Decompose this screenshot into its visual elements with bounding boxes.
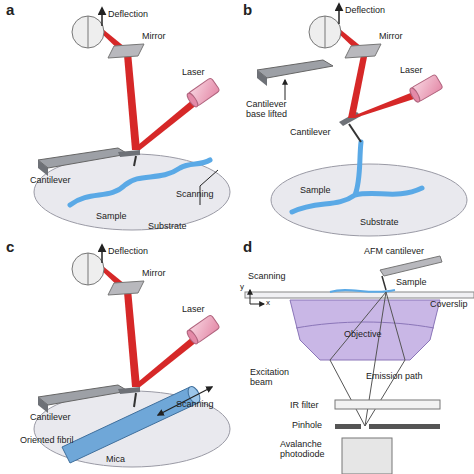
part-label: Sample — [300, 186, 331, 196]
panel-b-art — [257, 4, 467, 236]
part-label: Deflection — [108, 10, 148, 20]
part-label: Deflection — [108, 247, 148, 257]
part-label: Laser — [182, 305, 205, 315]
part-label: Mirror — [142, 269, 166, 279]
part-label: Cantilever — [30, 176, 71, 186]
part-label: Scanning — [176, 400, 214, 410]
part-label: Mirror — [379, 32, 403, 42]
part-label: Cantilever — [290, 128, 331, 138]
part-label: Mica — [106, 455, 125, 465]
panel-letter: a — [6, 2, 14, 19]
part-label: Coverslip — [430, 300, 468, 310]
part-label: Deflection — [345, 6, 385, 16]
part-label: Scanning — [176, 190, 214, 200]
part-label: Objective — [344, 330, 382, 340]
part-label: Sample — [96, 212, 127, 222]
panel-c-art — [34, 245, 230, 467]
part-label: Laser — [182, 68, 205, 78]
part-label: Pinhole — [292, 421, 322, 431]
part-label: Mirror — [142, 32, 166, 42]
part-label: Cantilever base lifted — [246, 100, 302, 120]
part-label: Laser — [400, 66, 423, 76]
part-label: AFM cantilever — [364, 247, 424, 257]
panel-a-art — [34, 8, 230, 230]
part-label: IR filter — [290, 401, 319, 411]
part-label: Substrate — [360, 218, 399, 228]
part-label: Emission path — [366, 372, 423, 382]
axis-label: x — [266, 299, 270, 308]
part-label: Scanning — [248, 272, 286, 282]
panel-letter: b — [243, 2, 252, 19]
part-label: Substrate — [148, 222, 187, 232]
part-label: Cantilever — [30, 413, 71, 423]
panel-letter: c — [6, 239, 14, 256]
part-label: Excitation beam — [250, 368, 300, 388]
panel-d-art — [245, 256, 474, 474]
panel-letter: d — [243, 239, 252, 256]
part-label: Oriented fibril — [20, 436, 74, 446]
part-label: Sample — [396, 278, 427, 288]
axis-label: y — [240, 283, 244, 292]
part-label: Avalanche photodiode — [280, 440, 340, 460]
